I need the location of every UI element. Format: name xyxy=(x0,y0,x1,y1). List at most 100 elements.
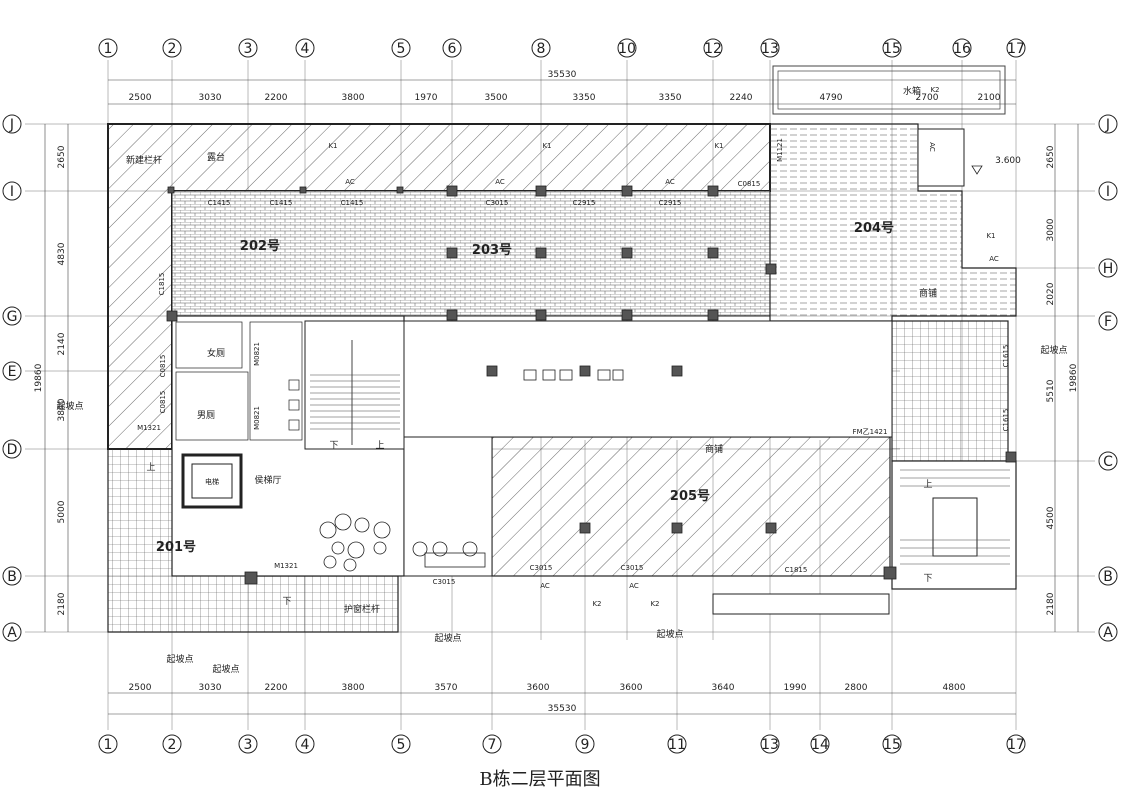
svg-text:3: 3 xyxy=(244,41,253,57)
svg-text:1: 1 xyxy=(104,737,113,753)
svg-text:15: 15 xyxy=(883,737,901,753)
drawing-title: B栋二层平面图 xyxy=(479,769,600,790)
svg-text:C0815: C0815 xyxy=(738,180,761,188)
svg-text:4500: 4500 xyxy=(1046,506,1056,529)
axis-bottom-7: 7 xyxy=(482,734,502,754)
axis-right-C: C xyxy=(1098,451,1118,471)
svg-text:4: 4 xyxy=(301,41,310,57)
svg-text:I: I xyxy=(1106,184,1110,200)
elevation-label: 3.600 xyxy=(995,156,1021,166)
label-shop-1: 商铺 xyxy=(919,287,937,299)
axis-top-2: 2 xyxy=(162,38,182,58)
svg-text:2: 2 xyxy=(168,737,177,753)
axis-bubbles-left: J I G E D B A xyxy=(2,114,22,642)
svg-text:1: 1 xyxy=(104,41,113,57)
axis-top-4: 4 xyxy=(295,38,315,58)
svg-text:C: C xyxy=(1103,454,1113,470)
svg-text:E: E xyxy=(8,364,17,380)
svg-text:4: 4 xyxy=(301,737,310,753)
svg-text:M0821: M0821 xyxy=(253,406,261,430)
svg-text:5000: 5000 xyxy=(57,500,67,523)
axis-top-6: 6 xyxy=(442,38,462,58)
svg-text:2100: 2100 xyxy=(978,93,1001,103)
svg-text:起坡点: 起坡点 xyxy=(56,400,83,412)
right-tiled-area xyxy=(891,320,1009,462)
svg-text:35530: 35530 xyxy=(548,704,577,714)
svg-text:9: 9 xyxy=(581,737,590,753)
svg-text:C2915: C2915 xyxy=(573,199,596,207)
label-wc-female: 女厕 xyxy=(207,347,225,359)
svg-text:2200: 2200 xyxy=(265,93,288,103)
svg-text:下: 下 xyxy=(923,574,932,584)
svg-text:4800: 4800 xyxy=(943,683,966,693)
axis-left-I: I xyxy=(2,181,22,201)
svg-text:3600: 3600 xyxy=(527,683,550,693)
svg-text:B: B xyxy=(1103,569,1113,585)
svg-text:7: 7 xyxy=(488,737,497,753)
axis-bottom-15: 15 xyxy=(882,734,902,754)
svg-text:K1: K1 xyxy=(542,142,551,150)
svg-text:上: 上 xyxy=(923,479,932,490)
columns xyxy=(166,185,1017,585)
svg-text:3800: 3800 xyxy=(342,93,365,103)
dims-left: 2650 4830 2140 3840 5000 2180 19860 xyxy=(34,145,67,615)
floor-areas xyxy=(107,65,1017,633)
axis-bottom-17: 17 xyxy=(1006,734,1026,754)
opening-codes: C1415 C1415 C1415 C3015 C2915 C2915 C081… xyxy=(137,138,1010,586)
label-205: 205号 xyxy=(670,489,710,504)
svg-text:C1815: C1815 xyxy=(158,273,166,296)
svg-text:3030: 3030 xyxy=(199,683,222,693)
svg-text:F: F xyxy=(1104,314,1112,330)
axis-left-A: A xyxy=(2,622,22,642)
axis-top-13: 13 xyxy=(760,38,780,58)
svg-text:2650: 2650 xyxy=(57,145,67,168)
svg-text:起坡点: 起坡点 xyxy=(212,663,239,675)
svg-text:FM乙1421: FM乙1421 xyxy=(853,428,888,436)
svg-text:起坡点: 起坡点 xyxy=(166,653,193,665)
svg-text:16: 16 xyxy=(953,41,971,57)
east-stair-area xyxy=(891,460,1017,590)
svg-text:3500: 3500 xyxy=(485,93,508,103)
svg-text:K1: K1 xyxy=(714,142,723,150)
svg-text:4830: 4830 xyxy=(57,242,67,265)
svg-text:J: J xyxy=(9,117,14,133)
svg-text:3350: 3350 xyxy=(659,93,682,103)
svg-text:2500: 2500 xyxy=(129,93,152,103)
svg-text:下: 下 xyxy=(329,441,338,451)
room-205-floor xyxy=(491,436,891,577)
svg-text:13: 13 xyxy=(761,41,779,57)
svg-text:C3015: C3015 xyxy=(433,578,456,586)
svg-text:13: 13 xyxy=(761,737,779,753)
room-labels: 201号 202号 203号 204号 205号 商铺 商铺 女厕 男厕 电梯 … xyxy=(146,221,937,607)
svg-text:3640: 3640 xyxy=(712,683,735,693)
label-202: 202号 xyxy=(240,239,280,254)
restrooms xyxy=(175,321,303,441)
svg-text:3570: 3570 xyxy=(435,683,458,693)
svg-text:C1815: C1815 xyxy=(785,566,808,574)
axis-left-B: B xyxy=(2,566,22,586)
axis-bottom-13: 13 xyxy=(760,734,780,754)
axis-top-12: 12 xyxy=(703,38,723,58)
svg-text:2240: 2240 xyxy=(730,93,753,103)
axis-bubbles-bottom: 1 2 3 4 5 7 9 11 13 14 15 17 xyxy=(98,734,1026,754)
svg-text:AC: AC xyxy=(629,582,639,590)
svg-text:2180: 2180 xyxy=(1046,592,1056,615)
axis-bubbles-top: 1 2 3 4 5 6 8 10 12 13 15 16 17 xyxy=(98,38,1026,58)
svg-text:17: 17 xyxy=(1007,41,1025,57)
svg-text:C0815: C0815 xyxy=(159,391,167,414)
room-202-203-floor xyxy=(171,190,771,317)
svg-text:K2: K2 xyxy=(930,86,939,94)
terrace-label: 露台 xyxy=(207,151,225,163)
label-wc-male: 男厕 xyxy=(197,410,215,421)
svg-text:AC: AC xyxy=(989,255,999,263)
svg-text:B: B xyxy=(7,569,17,585)
svg-text:上: 上 xyxy=(146,462,155,473)
axis-top-10: 10 xyxy=(617,38,637,58)
guard-rail-label: 护窗栏杆 xyxy=(344,603,380,615)
svg-text:5510: 5510 xyxy=(1046,379,1056,402)
svg-text:1970: 1970 xyxy=(415,93,438,103)
svg-text:2650: 2650 xyxy=(1046,145,1056,168)
axis-bottom-2: 2 xyxy=(162,734,182,754)
central-corridor xyxy=(403,320,893,438)
svg-text:C1415: C1415 xyxy=(341,199,364,207)
